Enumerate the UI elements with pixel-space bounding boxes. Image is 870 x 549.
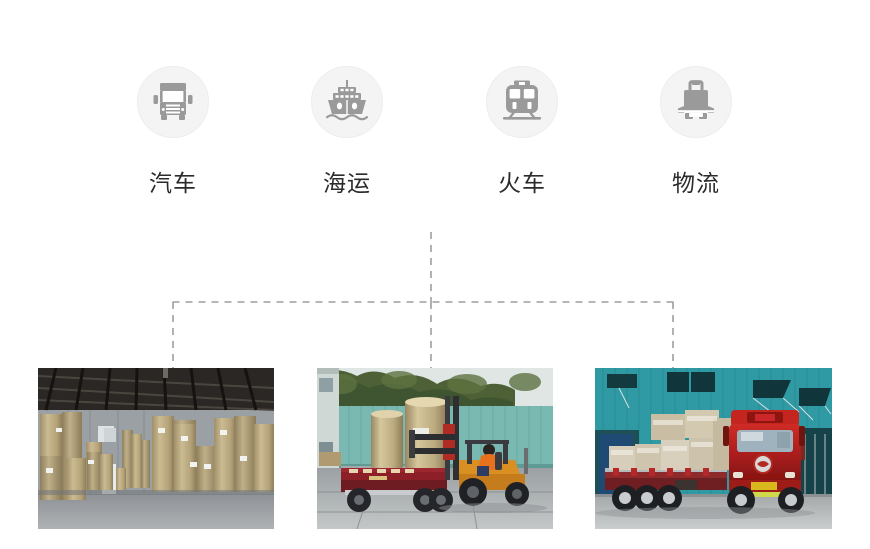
truck-icon — [151, 81, 195, 123]
photo-warehouse[interactable] — [38, 368, 274, 529]
train-icon-circle — [486, 66, 558, 138]
transport-modes-row: 汽车 — [0, 66, 870, 211]
luggage-icon — [676, 80, 716, 124]
transport-mode-label: 火车 — [498, 171, 546, 197]
transport-mode-truck[interactable]: 汽车 — [98, 66, 248, 198]
transport-mode-sea[interactable]: 海运 — [272, 66, 422, 198]
photo-forklift-loading[interactable] — [317, 368, 553, 529]
ship-icon-circle — [311, 66, 383, 138]
transport-mode-label: 汽车 — [149, 171, 197, 197]
ship-icon — [324, 80, 370, 124]
transport-mode-label: 物流 — [672, 171, 720, 197]
truck-icon-circle — [137, 66, 209, 138]
luggage-icon-circle — [660, 66, 732, 138]
train-icon — [501, 80, 543, 124]
photo-truck-loaded[interactable] — [595, 368, 832, 529]
transport-mode-train[interactable]: 火车 — [447, 66, 597, 198]
photo-row — [38, 368, 832, 529]
transport-mode-logistics[interactable]: 物流 — [621, 66, 771, 198]
transport-mode-label: 海运 — [323, 171, 371, 197]
